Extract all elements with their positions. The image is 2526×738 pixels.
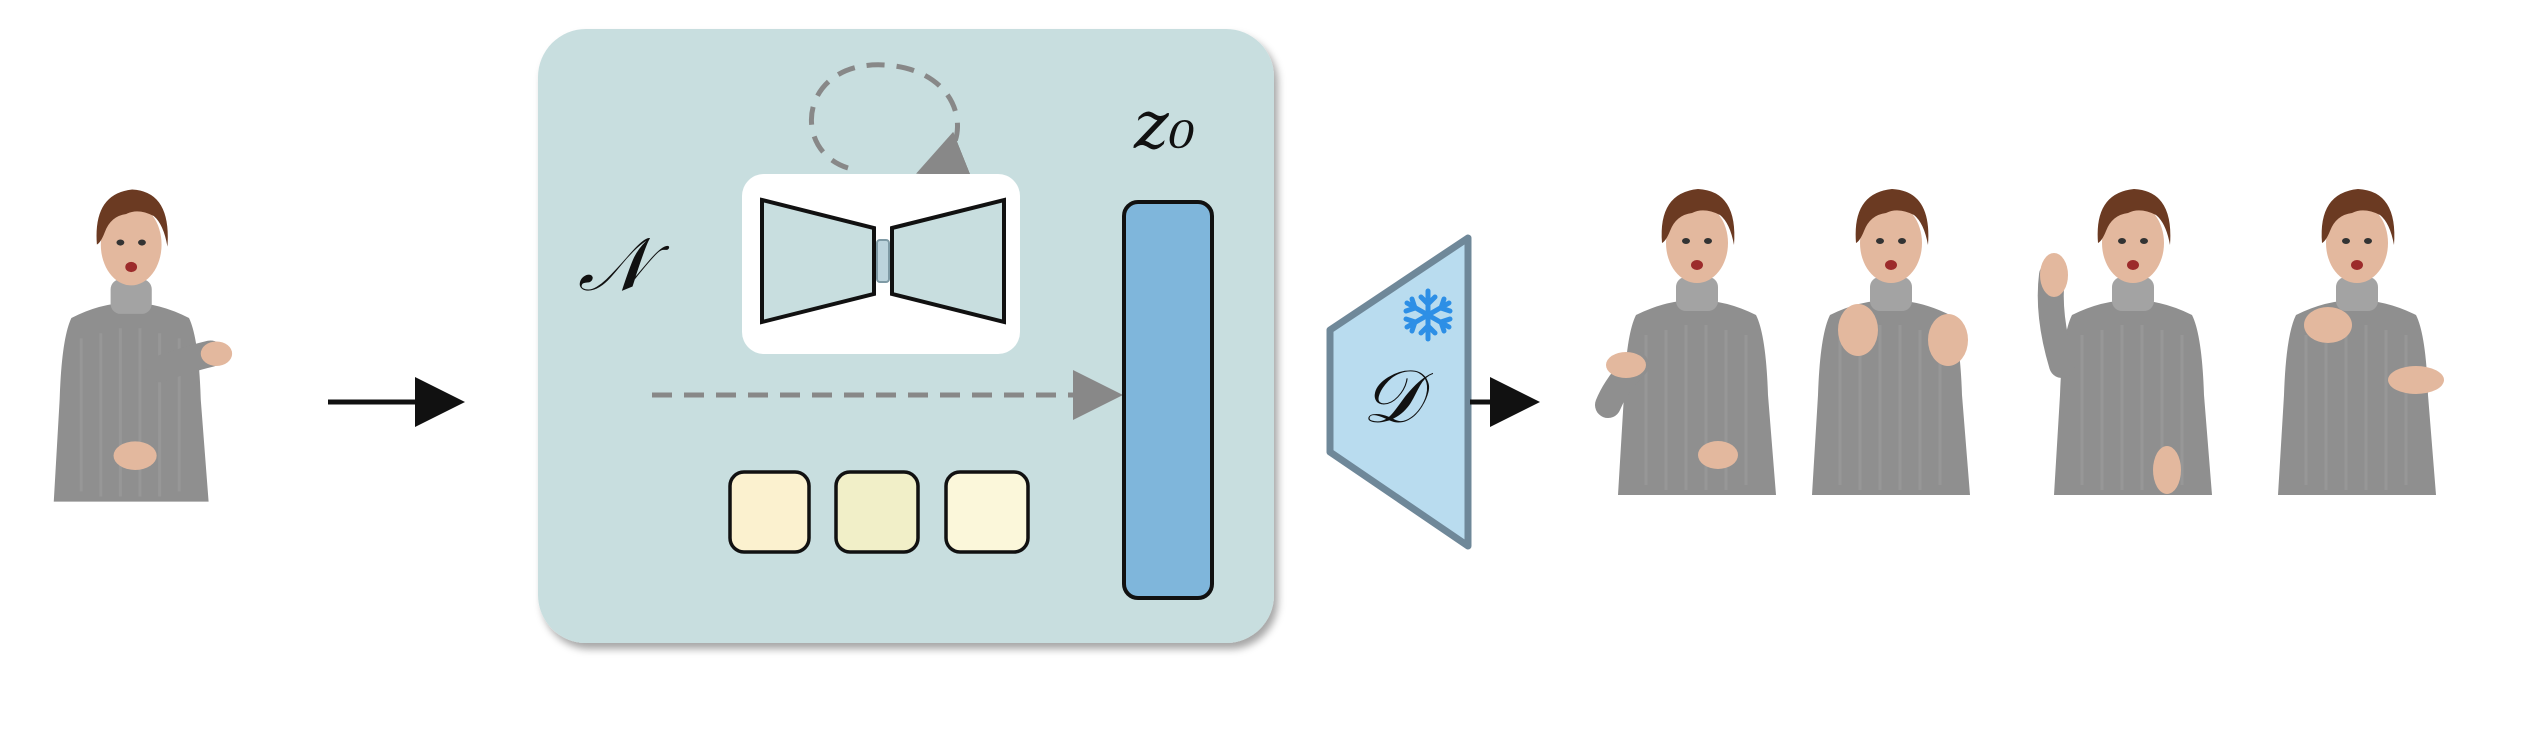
decoder-trapezoid: [890, 197, 1006, 325]
bottleneck: [876, 239, 890, 283]
output-frame: [2037, 187, 2214, 497]
output-frame: [2276, 187, 2444, 497]
output-frame: [1595, 187, 1778, 497]
decoder-shape: [1326, 234, 1472, 550]
input-signer-image: [52, 187, 233, 504]
decoder-block: 𝒟: [1326, 234, 1472, 550]
snowflake-icon: [1403, 288, 1453, 342]
network-block: 𝒩 z₀: [538, 29, 1274, 643]
token-1: [728, 470, 811, 554]
encoder-trapezoid: [760, 197, 876, 325]
token-2: [834, 470, 920, 554]
output-frame: [1810, 187, 1972, 497]
token-3: [944, 470, 1030, 554]
latent-label: z₀: [1133, 87, 1195, 164]
output-frames: [1595, 187, 2444, 497]
latent-bar: [1122, 200, 1214, 600]
recurrent-loop-arrow: [809, 62, 972, 179]
